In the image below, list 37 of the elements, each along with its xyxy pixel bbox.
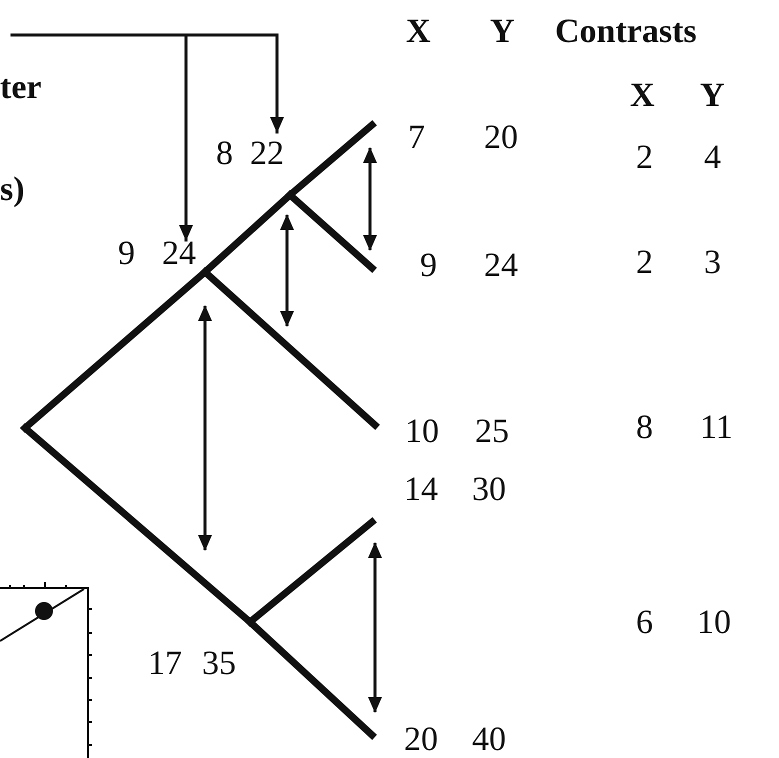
- table-heading: Contrasts: [555, 14, 697, 50]
- x-value: 10: [405, 414, 439, 450]
- y-value: 22: [250, 136, 284, 172]
- x-value: 8: [216, 136, 233, 172]
- axis-heading: Y: [490, 14, 515, 50]
- contrast-value: 2: [636, 140, 653, 176]
- x-value: 17: [148, 646, 182, 682]
- tree-branch: [246, 618, 376, 738]
- cut-off-text: s): [0, 172, 25, 208]
- contrast-value: 11: [700, 410, 733, 446]
- y-value: 25: [475, 414, 509, 450]
- cut-off-text: ter: [0, 70, 42, 106]
- contrast-value: 4: [704, 140, 721, 176]
- x-value: 7: [408, 120, 425, 156]
- tree-branch: [286, 192, 376, 272]
- x-value: 20: [404, 722, 438, 758]
- axis-heading: Y: [700, 78, 725, 114]
- contrast-value: 2: [636, 245, 653, 281]
- pointer-arrow: [10, 34, 284, 134]
- axis-heading: X: [630, 78, 655, 114]
- x-value: 14: [404, 472, 438, 508]
- tree-branch: [202, 268, 378, 428]
- y-value: 30: [472, 472, 506, 508]
- contrast-value: 8: [636, 410, 653, 446]
- x-value: 9: [118, 236, 135, 272]
- x-value: 9: [420, 248, 437, 284]
- y-value: 24: [162, 236, 196, 272]
- y-value: 35: [202, 646, 236, 682]
- tree-branch: [286, 122, 376, 198]
- tree-branch: [246, 518, 376, 626]
- y-value: 24: [484, 248, 518, 284]
- y-value: 40: [472, 722, 506, 758]
- contrast-value: 6: [636, 605, 653, 641]
- axis-heading: X: [406, 14, 431, 50]
- contrast-value: 3: [704, 245, 721, 281]
- y-value: 20: [484, 120, 518, 156]
- contrast-value: 10: [697, 605, 731, 641]
